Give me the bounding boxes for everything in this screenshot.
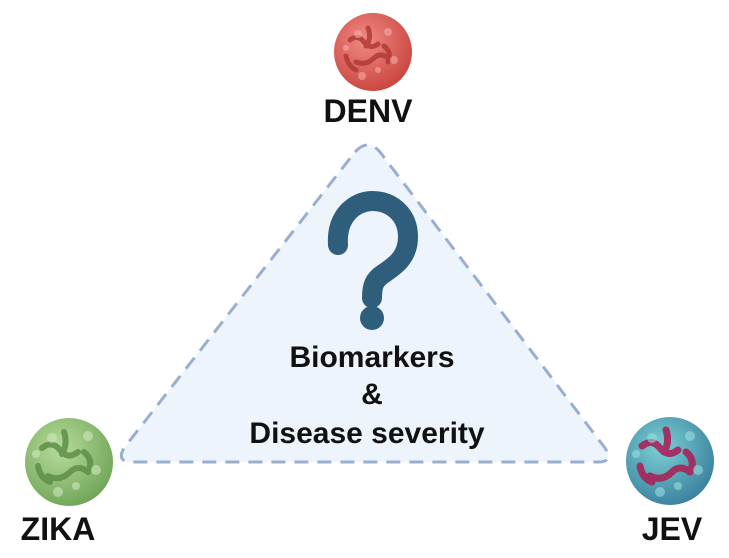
jev-label: JEV xyxy=(642,511,703,547)
denv-virus-icon xyxy=(334,13,412,91)
denv-label: DENV xyxy=(324,93,414,129)
center-line-biomarkers: Biomarkers xyxy=(289,341,454,374)
jev-virus-icon xyxy=(626,417,714,505)
question-mark-icon xyxy=(327,190,419,330)
zika-label: ZIKA xyxy=(21,511,96,547)
zika-virus-icon xyxy=(25,418,113,506)
center-line-disease-severity: Disease severity xyxy=(249,417,484,450)
center-line-ampersand: & xyxy=(361,378,383,411)
